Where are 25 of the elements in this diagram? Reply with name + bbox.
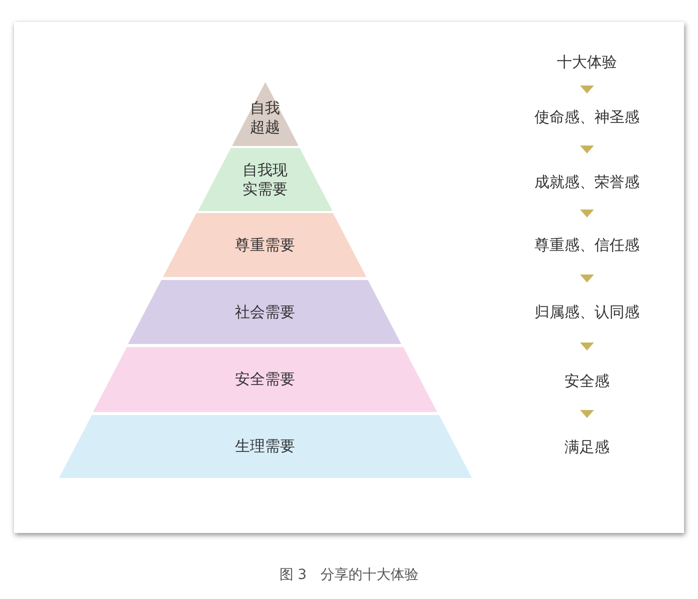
level-label: 自我现实需要 xyxy=(241,160,288,198)
arrow xyxy=(580,86,594,94)
experience-label: 安全感 xyxy=(564,372,610,390)
pyramid-level xyxy=(58,415,472,478)
pyramid-level xyxy=(232,82,298,146)
pyramid-level xyxy=(163,213,367,277)
pyramid-level xyxy=(198,148,332,211)
experience-label: 尊重感、信任感 xyxy=(534,236,640,254)
pyramid-level xyxy=(128,280,402,344)
caption: 图 3 分享的十大体验 xyxy=(279,567,419,583)
experience-label: 满足感 xyxy=(564,438,610,456)
arrow xyxy=(580,274,594,282)
arrow xyxy=(580,410,594,418)
level-label: 尊重需要 xyxy=(234,236,296,254)
arrow xyxy=(580,210,594,218)
experience-label: 成就感、荣誉感 xyxy=(534,172,640,192)
arrow xyxy=(580,342,594,350)
arrow xyxy=(580,146,594,154)
column-heading: 十大体验 xyxy=(557,52,617,72)
experience-label: 归属感、认同感 xyxy=(534,302,640,322)
experience-label: 使命感、神圣感 xyxy=(534,108,640,126)
level-label: 生理需要 xyxy=(234,437,296,456)
level-label: 社会需要 xyxy=(234,302,296,322)
level-label: 安全需要 xyxy=(234,370,296,389)
level-label: 自我超越 xyxy=(248,99,281,137)
